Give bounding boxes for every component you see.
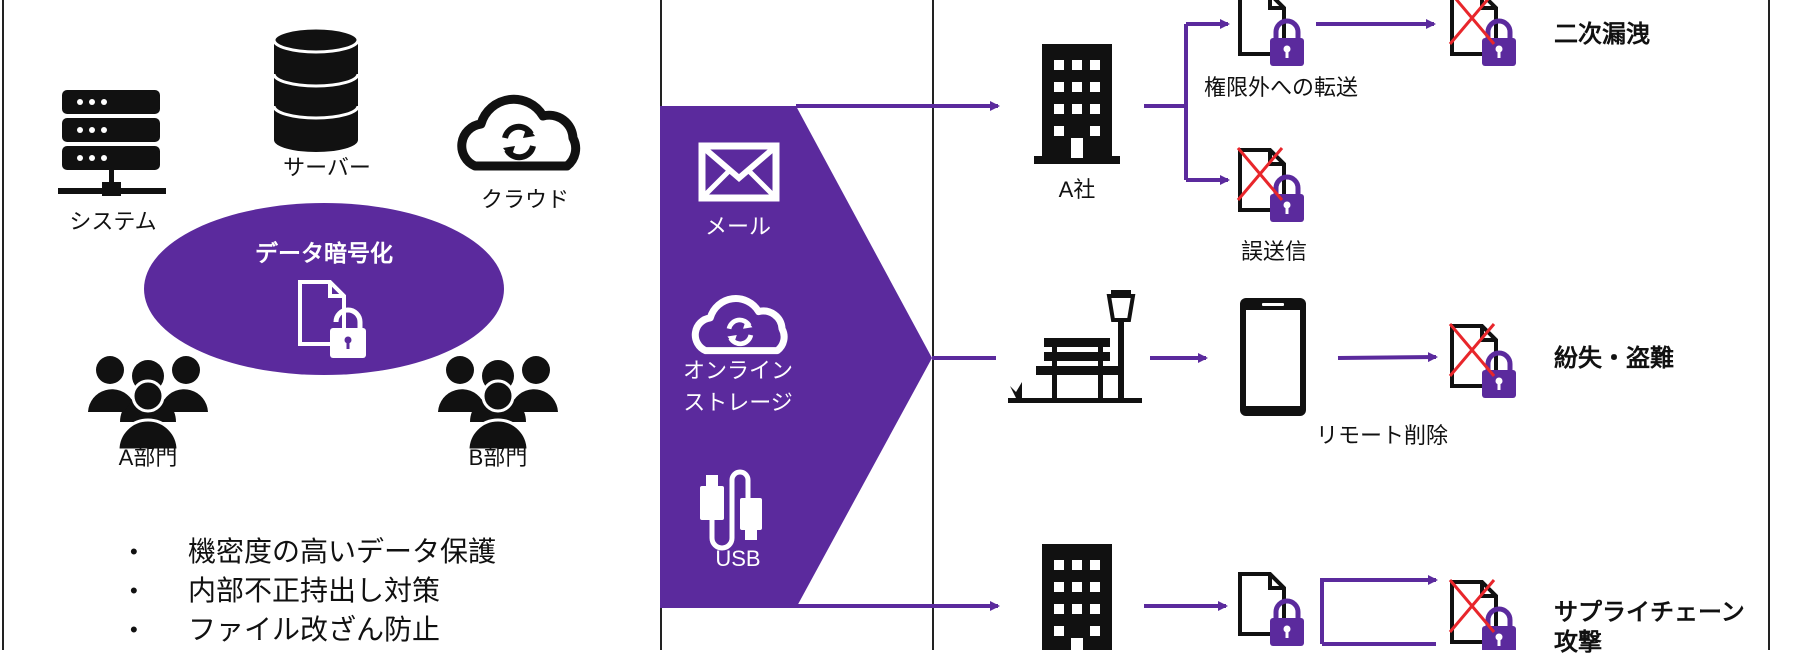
street-lamp-icon — [1106, 290, 1136, 400]
smartphone-icon — [1240, 298, 1306, 416]
benefit-item: 内部不正持出し対策 — [130, 571, 496, 610]
benefits-list: 機密度の高いデータ保護 内部不正持出し対策 ファイル改ざん防止 — [130, 532, 496, 649]
benefit-item: ファイル改ざん防止 — [130, 610, 496, 649]
bench-icon — [1008, 338, 1142, 403]
channel-chevron-shape — [660, 106, 932, 608]
misdelivery-label: 誤送信 — [1240, 239, 1308, 264]
usb-label: USB — [715, 546, 761, 571]
group-icon-b — [436, 354, 560, 452]
storage-label-line2: ストレージ — [683, 390, 793, 415]
supply-chain-connector — [1320, 575, 1438, 644]
benefit-item: 機密度の高いデータ保護 — [130, 532, 496, 571]
secondary-leak-label: 二次漏洩 — [1554, 21, 1650, 48]
storage-label-line1: オンライン — [682, 358, 794, 383]
dept-b-label: B部門 — [468, 445, 528, 470]
misdelivered-file-icon — [1236, 146, 1304, 222]
left-border-line — [2, 0, 4, 650]
secondary-leak-file-icon — [1448, 0, 1516, 66]
company-a-label: A社 — [1058, 177, 1096, 202]
building-icon-b — [1034, 544, 1120, 650]
mail-label: メール — [704, 214, 772, 239]
group-icon-a — [86, 354, 210, 452]
lost-file-icon — [1448, 322, 1516, 398]
usb-icon — [700, 469, 762, 551]
branch-connector — [1144, 24, 1188, 180]
dept-a-label: A部門 — [118, 445, 178, 470]
unauthorized-transfer-label: 権限外への転送 — [1204, 75, 1359, 100]
database-icon — [272, 26, 360, 152]
arrow-to-lost-file — [1337, 352, 1438, 363]
right-border-line — [1768, 0, 1770, 650]
server-label: サーバー — [283, 155, 371, 180]
encryption-title: データ暗号化 — [255, 240, 393, 266]
divider-line-2 — [932, 0, 934, 650]
loss-theft-label: 紛失・盗難 — [1554, 345, 1674, 372]
supply-chain-label-line1: サプライチェーン — [1554, 599, 1745, 626]
supply-file-icon — [1240, 574, 1304, 646]
encrypted-file-icon — [298, 280, 366, 358]
systems-label: システム — [69, 209, 157, 234]
supply-chain-label-line2: 攻撃 — [1554, 629, 1602, 656]
encryption-ellipse — [144, 203, 504, 375]
remote-wipe-label: リモート削除 — [1316, 423, 1449, 448]
server-rack-icon — [58, 90, 166, 196]
cloud-label: クラウド — [480, 187, 570, 212]
supply-chain-attack-file-icon — [1448, 578, 1516, 650]
mail-icon — [698, 142, 780, 202]
building-icon-a — [1034, 44, 1120, 164]
cloud-sync-icon — [462, 99, 576, 166]
transferred-file-icon — [1240, 0, 1304, 66]
